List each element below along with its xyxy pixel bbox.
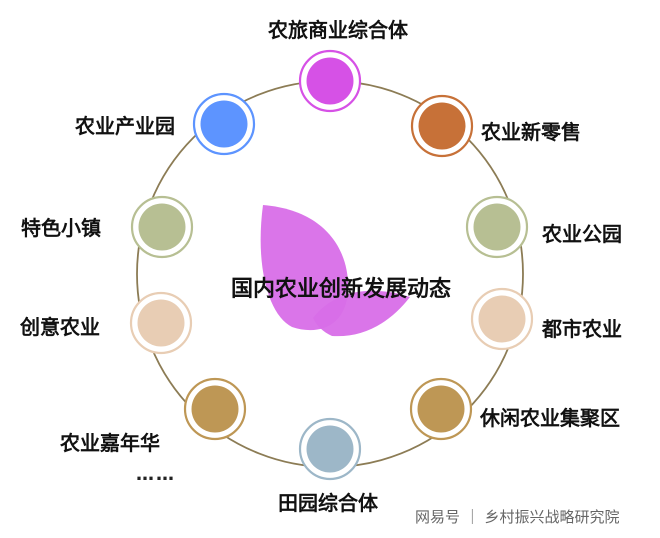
node-nonglv-shangye-zongheti bbox=[298, 49, 362, 113]
node-label-nongye-jianianhua: 农业嘉年华 bbox=[60, 431, 160, 455]
node-fill-nongye-gongyuan bbox=[473, 203, 521, 251]
node-label-chuangyi-nongye: 创意农业 bbox=[20, 315, 100, 339]
node-chuangyi-nongye bbox=[129, 291, 193, 355]
center-title: 国内农业创新发展动态 bbox=[230, 277, 451, 302]
node-fill-dushi-nongye bbox=[478, 295, 526, 343]
node-fill-nongye-jianianhua bbox=[191, 385, 239, 433]
left-leaf bbox=[260, 205, 349, 331]
center-leaf-icon bbox=[260, 205, 410, 337]
node-tianyuan-zongheti bbox=[298, 417, 362, 481]
node-label-tianyuan-zongheti: 田园综合体 bbox=[278, 491, 378, 515]
node-xiuxian-nongye-jujuqu bbox=[409, 377, 473, 441]
node-nongye-xinlingshou bbox=[410, 94, 474, 158]
node-fill-tese-xiaozhen bbox=[138, 203, 186, 251]
node-label-nongye-gongyuan: 农业公园 bbox=[542, 222, 622, 246]
node-label-tese-xiaozhen: 特色小镇 bbox=[21, 216, 101, 240]
node-fill-nongye-xinlingshou bbox=[418, 102, 466, 150]
node-nongye-chanyeyuan bbox=[192, 92, 256, 156]
node-fill-tianyuan-zongheti bbox=[306, 425, 354, 473]
node-nongye-gongyuan bbox=[465, 195, 529, 259]
node-fill-nonglv-shangye-zongheti bbox=[306, 57, 354, 105]
node-fill-nongye-chanyeyuan bbox=[200, 100, 248, 148]
right-leaf bbox=[313, 290, 410, 337]
node-dushi-nongye bbox=[470, 287, 534, 351]
node-label-nonglv-shangye-zongheti: 农旅商业综合体 bbox=[268, 18, 408, 42]
nodes-layer bbox=[129, 49, 534, 481]
source-watermark: 网易号 ｜ 乡村振兴战略研究院 bbox=[415, 508, 620, 526]
node-label-nongye-xinlingshou: 农业新零售 bbox=[481, 120, 581, 144]
node-label-nongye-chanyeyuan: 农业产业园 bbox=[75, 114, 175, 138]
node-fill-chuangyi-nongye bbox=[137, 299, 185, 347]
node-nongye-jianianhua bbox=[183, 377, 247, 441]
node-label-xiuxian-nongye-jujuqu: 休闲农业集聚区 bbox=[480, 406, 620, 430]
node-tese-xiaozhen bbox=[130, 195, 194, 259]
node-label-dushi-nongye: 都市农业 bbox=[542, 317, 622, 341]
node-fill-xiuxian-nongye-jujuqu bbox=[417, 385, 465, 433]
more-items-ellipsis: …… bbox=[136, 464, 176, 485]
